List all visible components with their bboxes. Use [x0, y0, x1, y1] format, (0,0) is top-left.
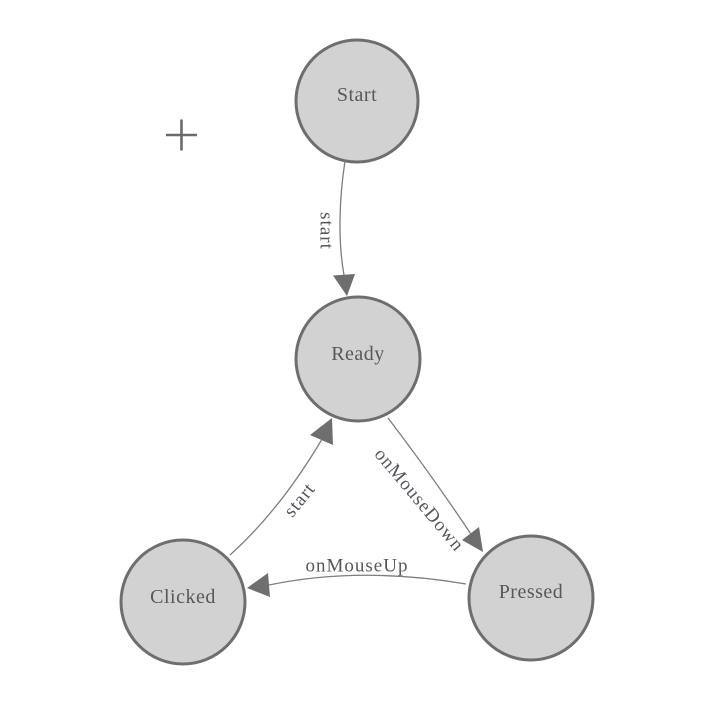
arrowhead-icon	[462, 527, 483, 552]
edge-start-to-ready-line[interactable]	[339, 160, 346, 276]
arrowhead-icon	[333, 274, 355, 296]
node-ready-circle[interactable]	[294, 295, 422, 423]
edge-pressed-to-clicked[interactable]: onMouseUp	[247, 556, 467, 598]
node-pressed-circle[interactable]	[467, 534, 595, 662]
edge-ready-to-pressed-label: onMouseDown	[370, 444, 468, 556]
arrowhead-icon	[247, 573, 270, 597]
edge-clicked-to-ready[interactable]: start	[229, 418, 333, 556]
node-clicked-circle[interactable]	[119, 538, 247, 666]
edge-pressed-to-clicked-label: onMouseUp	[306, 556, 409, 577]
edge-pressed-to-clicked-line[interactable]	[268, 574, 467, 586]
node-start-circle[interactable]	[294, 38, 420, 164]
arrowhead-icon	[310, 418, 333, 445]
edge-start-to-ready-label: start	[316, 212, 337, 250]
edge-clicked-to-ready-label: start	[280, 479, 320, 522]
node-start[interactable]: Start	[294, 38, 420, 164]
edge-clicked-to-ready-line[interactable]	[229, 439, 323, 556]
edge-ready-to-pressed[interactable]: onMouseDown	[370, 417, 483, 556]
edge-ready-to-pressed-line[interactable]	[387, 417, 472, 534]
edge-start-to-ready[interactable]: start	[316, 160, 356, 296]
node-clicked[interactable]: Clicked	[119, 538, 247, 666]
plus-icon[interactable]	[166, 119, 197, 151]
node-ready[interactable]: Ready	[294, 295, 422, 423]
node-pressed[interactable]: Pressed	[467, 534, 595, 662]
